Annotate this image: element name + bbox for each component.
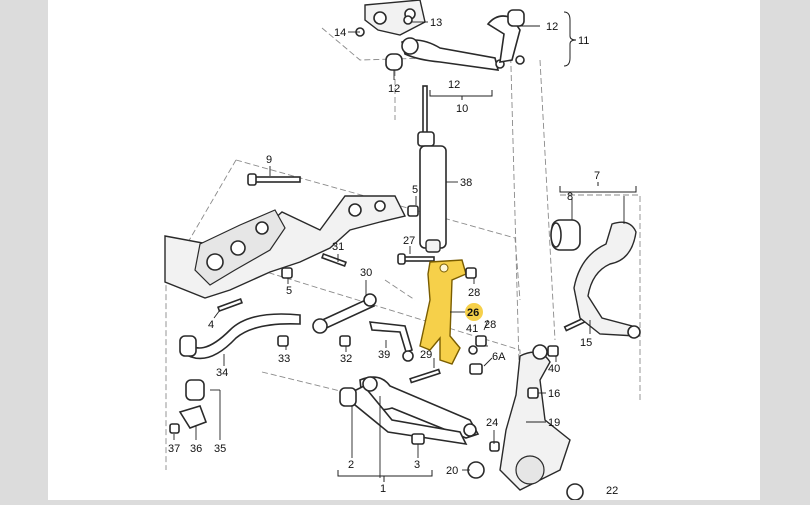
label-27: 27 (403, 235, 415, 247)
nut-13 (403, 15, 413, 25)
suspension-diagram-svg: 14 13 12 11 12 12 10 9 38 5 7 8 27 31 30… (164, 0, 641, 501)
shock-absorber (417, 85, 447, 253)
label-6a: 6A (492, 351, 506, 363)
bolt-31 (321, 252, 347, 268)
control-arm-7 (573, 221, 641, 339)
nut-28-upper (465, 267, 477, 279)
label-3: 3 (414, 459, 420, 471)
bolt-29 (409, 368, 441, 384)
nut-28-lower (475, 335, 487, 347)
leader-lines (173, 21, 625, 478)
rear-subframe (164, 195, 407, 299)
label-24: 24 (486, 417, 498, 429)
label-33: 33 (278, 353, 290, 365)
label-26: 26 (467, 307, 479, 319)
bushing-8 (550, 219, 581, 251)
label-32: 32 (340, 353, 352, 365)
label-28-upper: 28 (468, 287, 480, 299)
nut-5-upper (407, 205, 419, 217)
label-5-upper: 5 (412, 184, 418, 196)
label-28-lower: 28 (484, 319, 496, 331)
label-2: 2 (348, 459, 354, 471)
bolt-27 (397, 253, 435, 265)
label-16: 16 (548, 388, 560, 400)
label-10: 10 (456, 103, 468, 115)
washer-41 (468, 345, 478, 355)
nut-32 (339, 335, 351, 347)
label-19: 19 (548, 417, 560, 429)
label-15: 15 (580, 337, 592, 349)
label-37: 37 (168, 443, 180, 455)
label-1: 1 (380, 483, 386, 495)
label-20: 20 (446, 465, 458, 477)
nut-5-lower (281, 267, 293, 279)
wheel-bearing-housing (499, 344, 584, 501)
label-8: 8 (567, 191, 573, 203)
highlight-marker-26 (465, 303, 483, 321)
lower-control-arm (339, 376, 480, 446)
label-31: 31 (332, 241, 344, 253)
bolt-16 (527, 387, 539, 399)
label-11: 11 (578, 35, 589, 47)
label-13: 13 (430, 17, 442, 29)
label-39: 39 (378, 349, 390, 361)
bolt-4 (217, 297, 243, 313)
stabilizer-bar (179, 313, 301, 360)
label-40: 40 (548, 363, 560, 375)
ball-joint-20 (467, 461, 485, 479)
part-labels: 14 13 12 11 12 12 10 9 38 5 7 8 27 31 30… (168, 17, 618, 497)
bolt-9 (247, 173, 301, 186)
label-4: 4 (208, 319, 214, 331)
bolt-24 (489, 441, 500, 452)
label-30: 30 (360, 267, 372, 279)
link-39 (368, 321, 414, 362)
bolt-40 (547, 345, 559, 357)
label-38: 38 (460, 177, 472, 189)
label-22: 22 (606, 485, 618, 497)
upper-mount-bracket (364, 0, 426, 36)
label-34: 34 (216, 367, 228, 379)
label-29: 29 (420, 349, 432, 361)
label-9: 9 (266, 154, 272, 166)
nut-33 (277, 335, 289, 347)
shock-absorber-fork-26 (419, 259, 467, 365)
bush-35 (185, 379, 205, 401)
coupling-rod-30 (312, 293, 377, 334)
exploded-parts-diagram: 14 13 12 11 12 12 10 9 38 5 7 8 27 31 30… (48, 0, 760, 501)
bolt-37 (169, 423, 180, 434)
nut-3 (411, 433, 425, 445)
clamp-36 (178, 405, 208, 429)
label-12-bushing: 12 (388, 83, 400, 95)
bushing-12 (385, 53, 403, 71)
label-41: 41 (466, 323, 478, 335)
label-35: 35 (214, 443, 226, 455)
label-36: 36 (190, 443, 202, 455)
label-12-arm: 12 (448, 79, 460, 91)
label-5-lower: 5 (286, 285, 292, 297)
grouping-braces (337, 11, 637, 482)
upper-control-arm-rear (401, 37, 505, 71)
label-7: 7 (594, 170, 600, 182)
label-12-top: 12 (546, 21, 558, 33)
label-14: 14 (334, 27, 346, 39)
nut-6a (469, 363, 483, 375)
upper-control-arm-front (486, 9, 525, 65)
